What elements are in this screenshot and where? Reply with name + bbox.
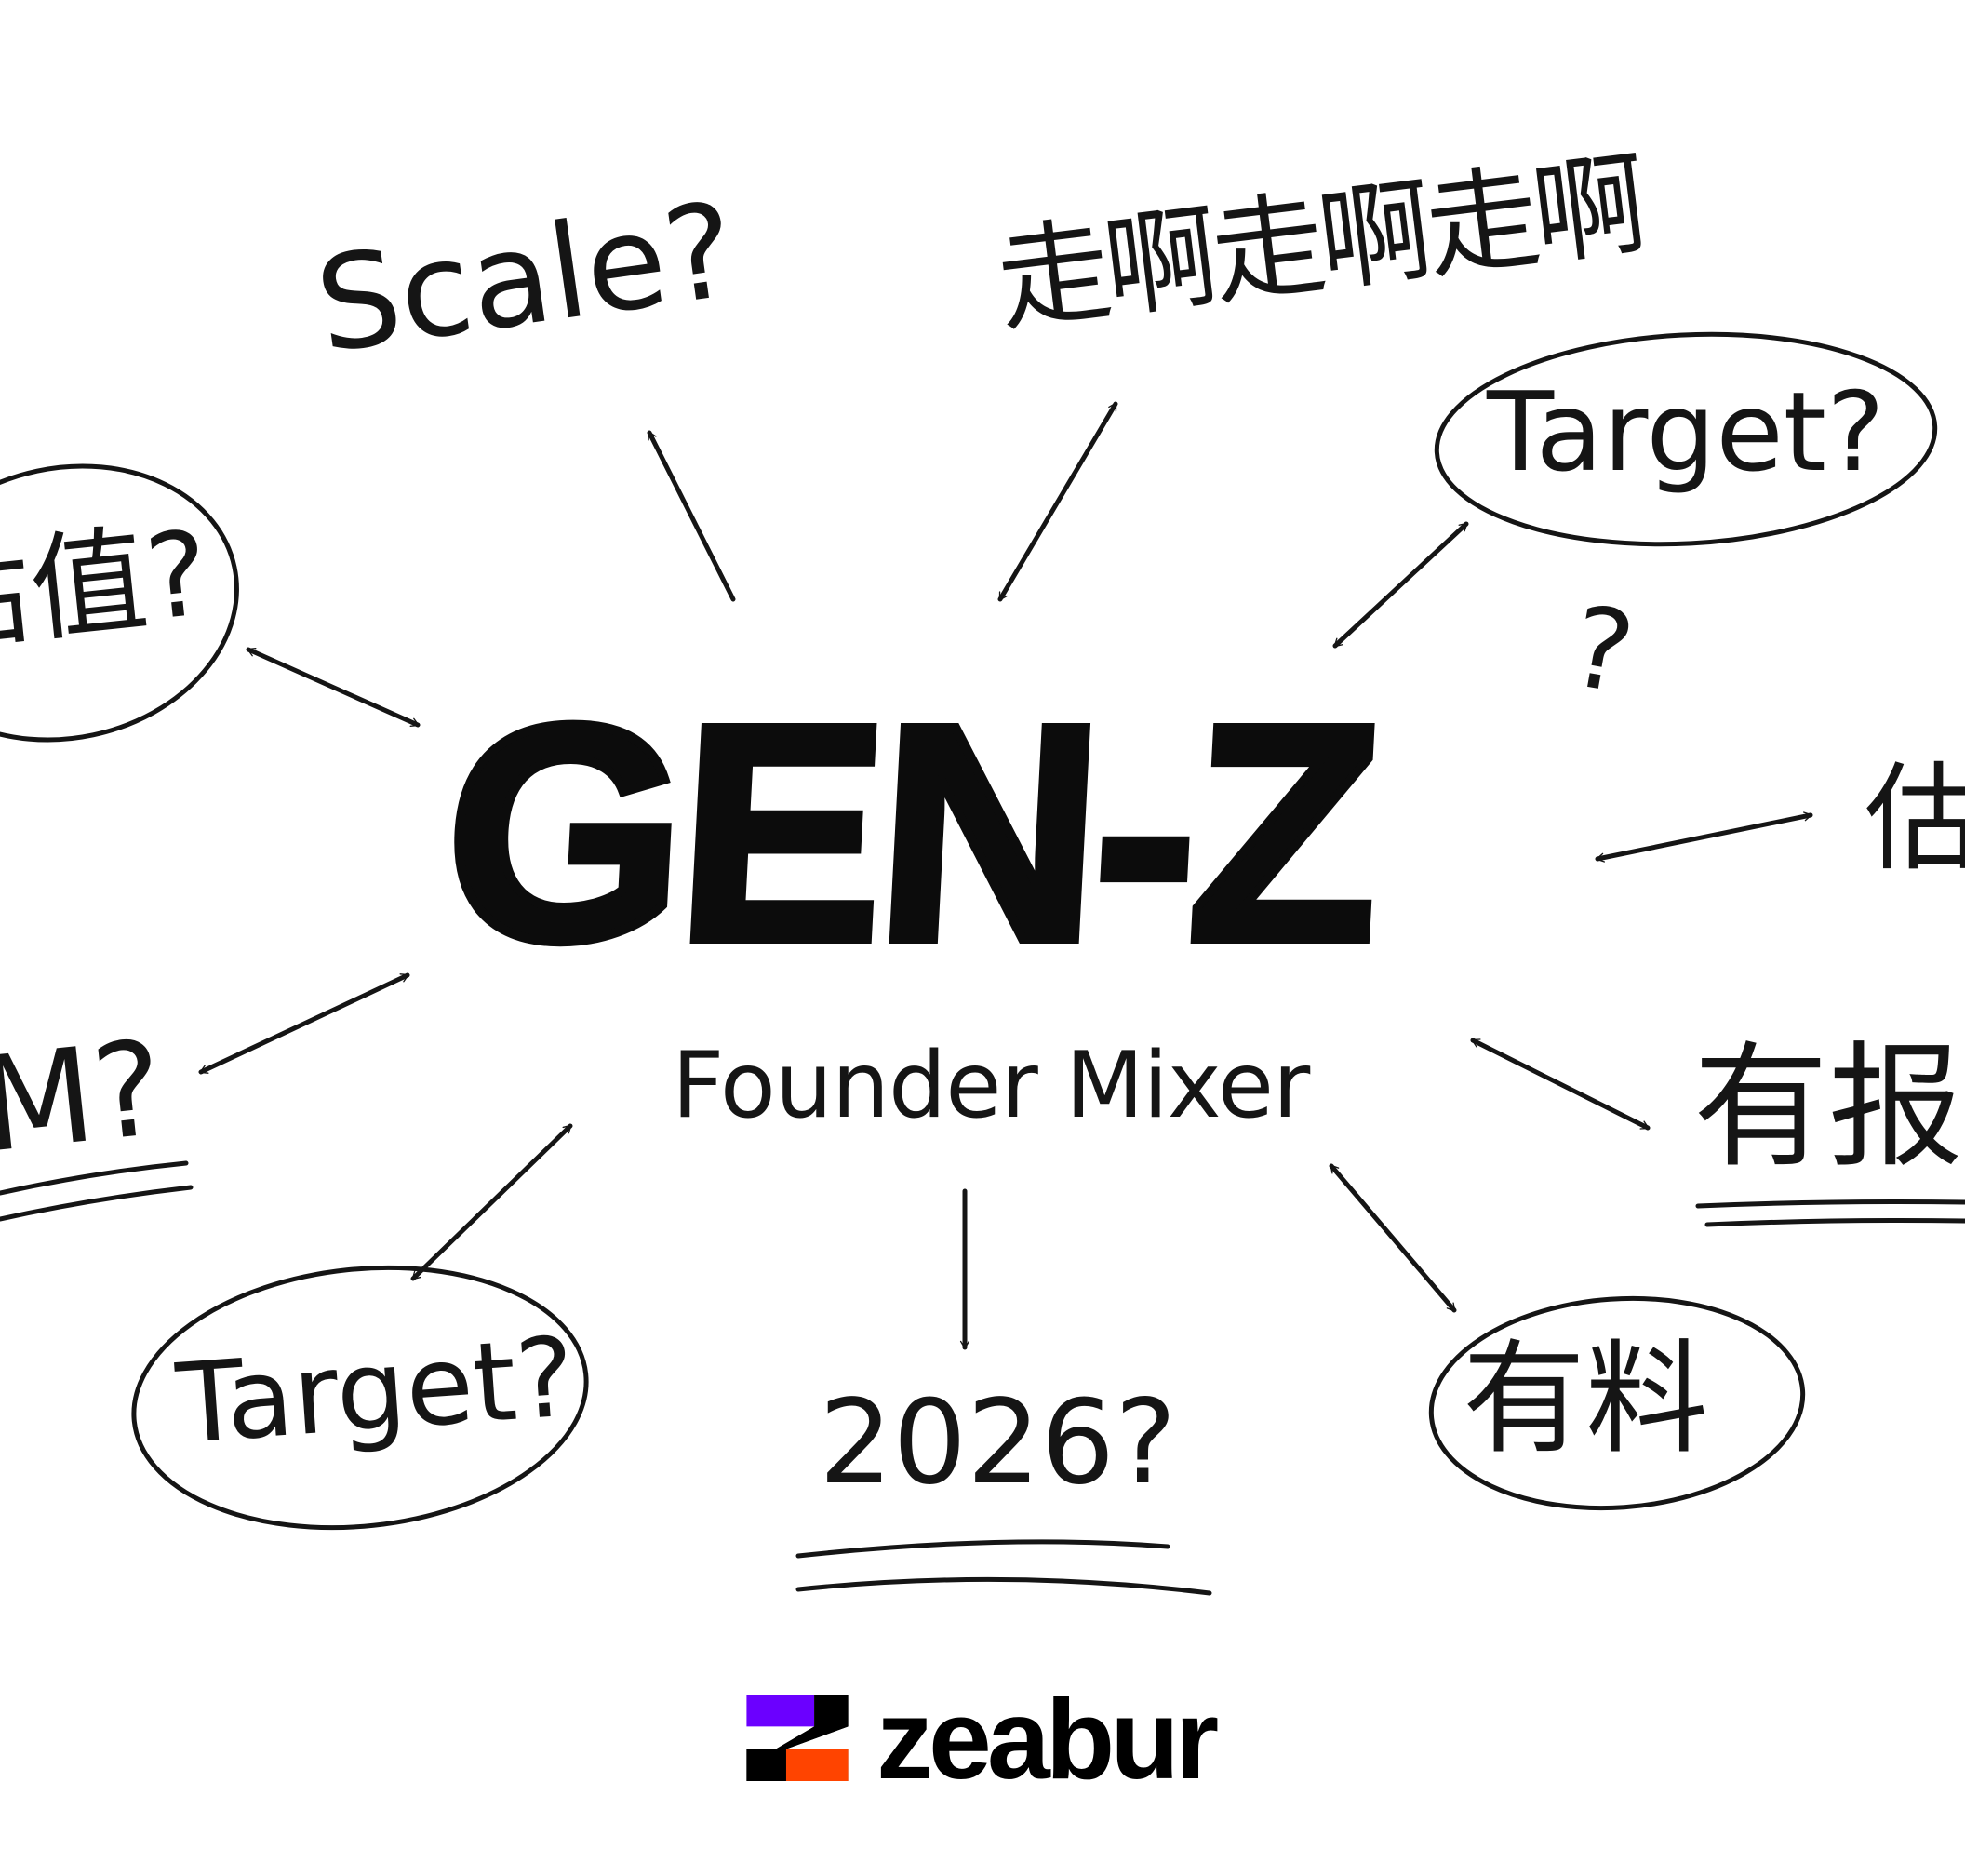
note-valuation-right: 估 xyxy=(1865,752,1965,887)
ellipse-valuation-left xyxy=(0,463,239,743)
zeabur-logo-mark xyxy=(746,1695,849,1781)
note-year: 2026? xyxy=(819,1375,1177,1510)
note-target-bottom: Target? xyxy=(172,1312,579,1468)
underline-year xyxy=(795,1539,1212,1596)
arrow-target-top xyxy=(1332,521,1469,649)
note-valuation-left: 估值? xyxy=(0,505,216,672)
ellipse-target-bottom xyxy=(131,1265,589,1531)
arrow-to-scale xyxy=(647,430,736,602)
center-title: GEN-Z xyxy=(433,656,1387,1009)
arrow-target-bottom xyxy=(410,1123,573,1281)
underline-m xyxy=(0,1160,194,1222)
note-material: 有料 xyxy=(1463,1328,1708,1471)
ellipse-material xyxy=(1428,1295,1806,1511)
ellipse-target-top xyxy=(1434,331,1938,547)
center-subtitle: Founder Mixer xyxy=(672,1033,1310,1139)
arrow-valuation-right xyxy=(1595,811,1813,863)
arrow-material xyxy=(1329,1163,1457,1313)
note-m-left: M? xyxy=(0,1012,171,1183)
zeabur-logo: zeabur xyxy=(746,1682,1219,1796)
zeabur-wordmark: zeabur xyxy=(876,1676,1219,1802)
arrow-walk xyxy=(997,401,1118,602)
arrow-m-left xyxy=(198,972,410,1075)
arrow-report xyxy=(1470,1038,1651,1131)
underline-report xyxy=(1695,1199,1965,1227)
arrow-valuation-left xyxy=(246,647,421,728)
note-report-right: 有报 xyxy=(1693,1029,1963,1186)
note-target-top: Target? xyxy=(1487,368,1885,496)
